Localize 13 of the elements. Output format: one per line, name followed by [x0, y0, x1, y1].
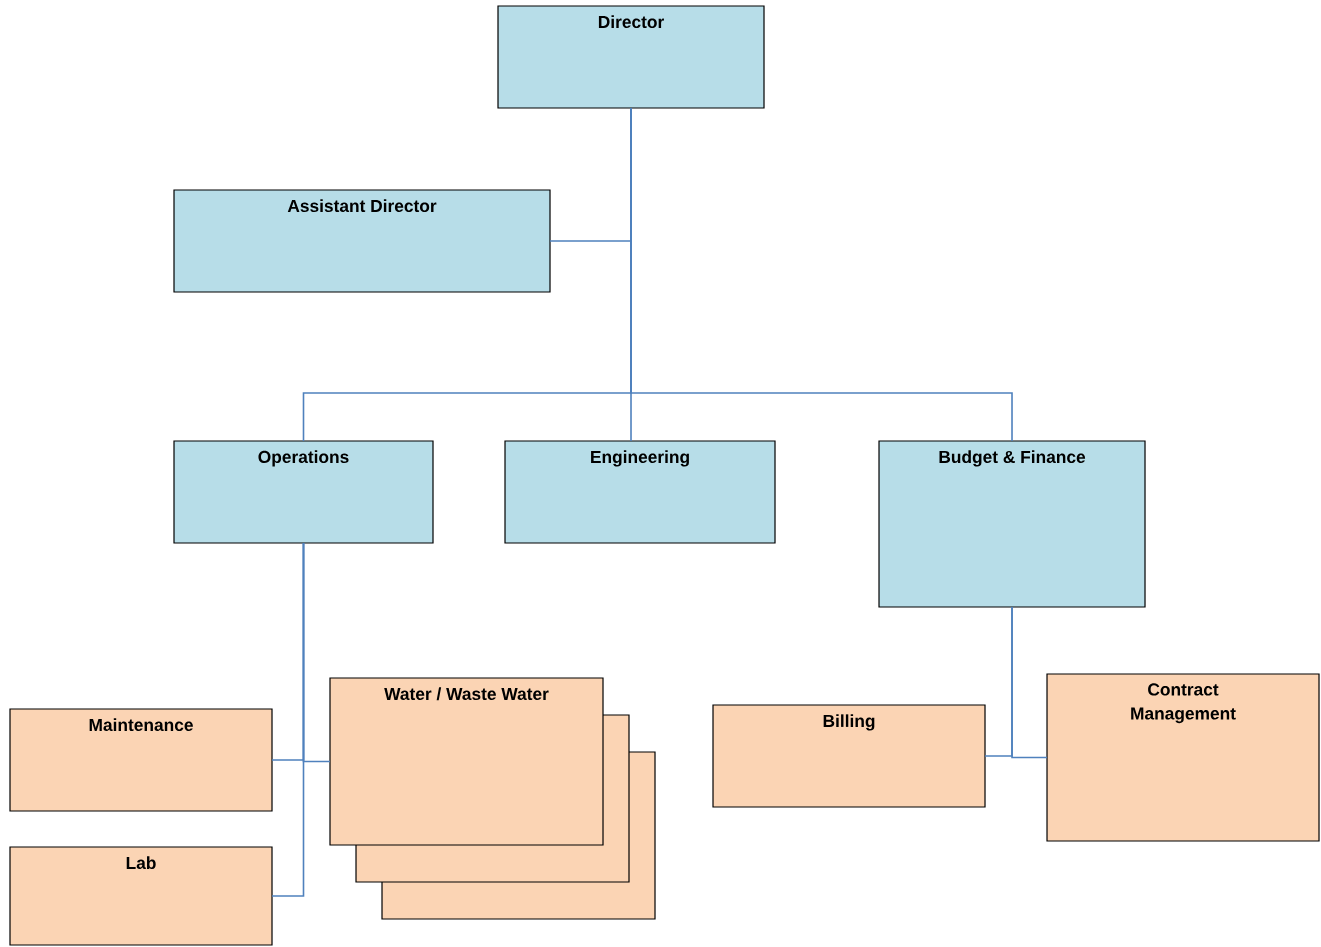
box: Assistant Director [173, 189, 551, 293]
box: Director [497, 5, 765, 109]
box: Maintenance [9, 708, 273, 812]
connector-line [630, 107, 1013, 442]
stacked-box: Water / Waste Water [329, 677, 656, 920]
box: Billing [712, 704, 986, 808]
connector-line [1011, 606, 1048, 759]
box: Lab [9, 846, 273, 946]
connector-line [302, 542, 331, 763]
box: Operations [173, 440, 434, 544]
box: Contract Management [1046, 673, 1320, 842]
box: Budget & Finance [878, 440, 1146, 608]
box: Engineering [504, 440, 776, 544]
